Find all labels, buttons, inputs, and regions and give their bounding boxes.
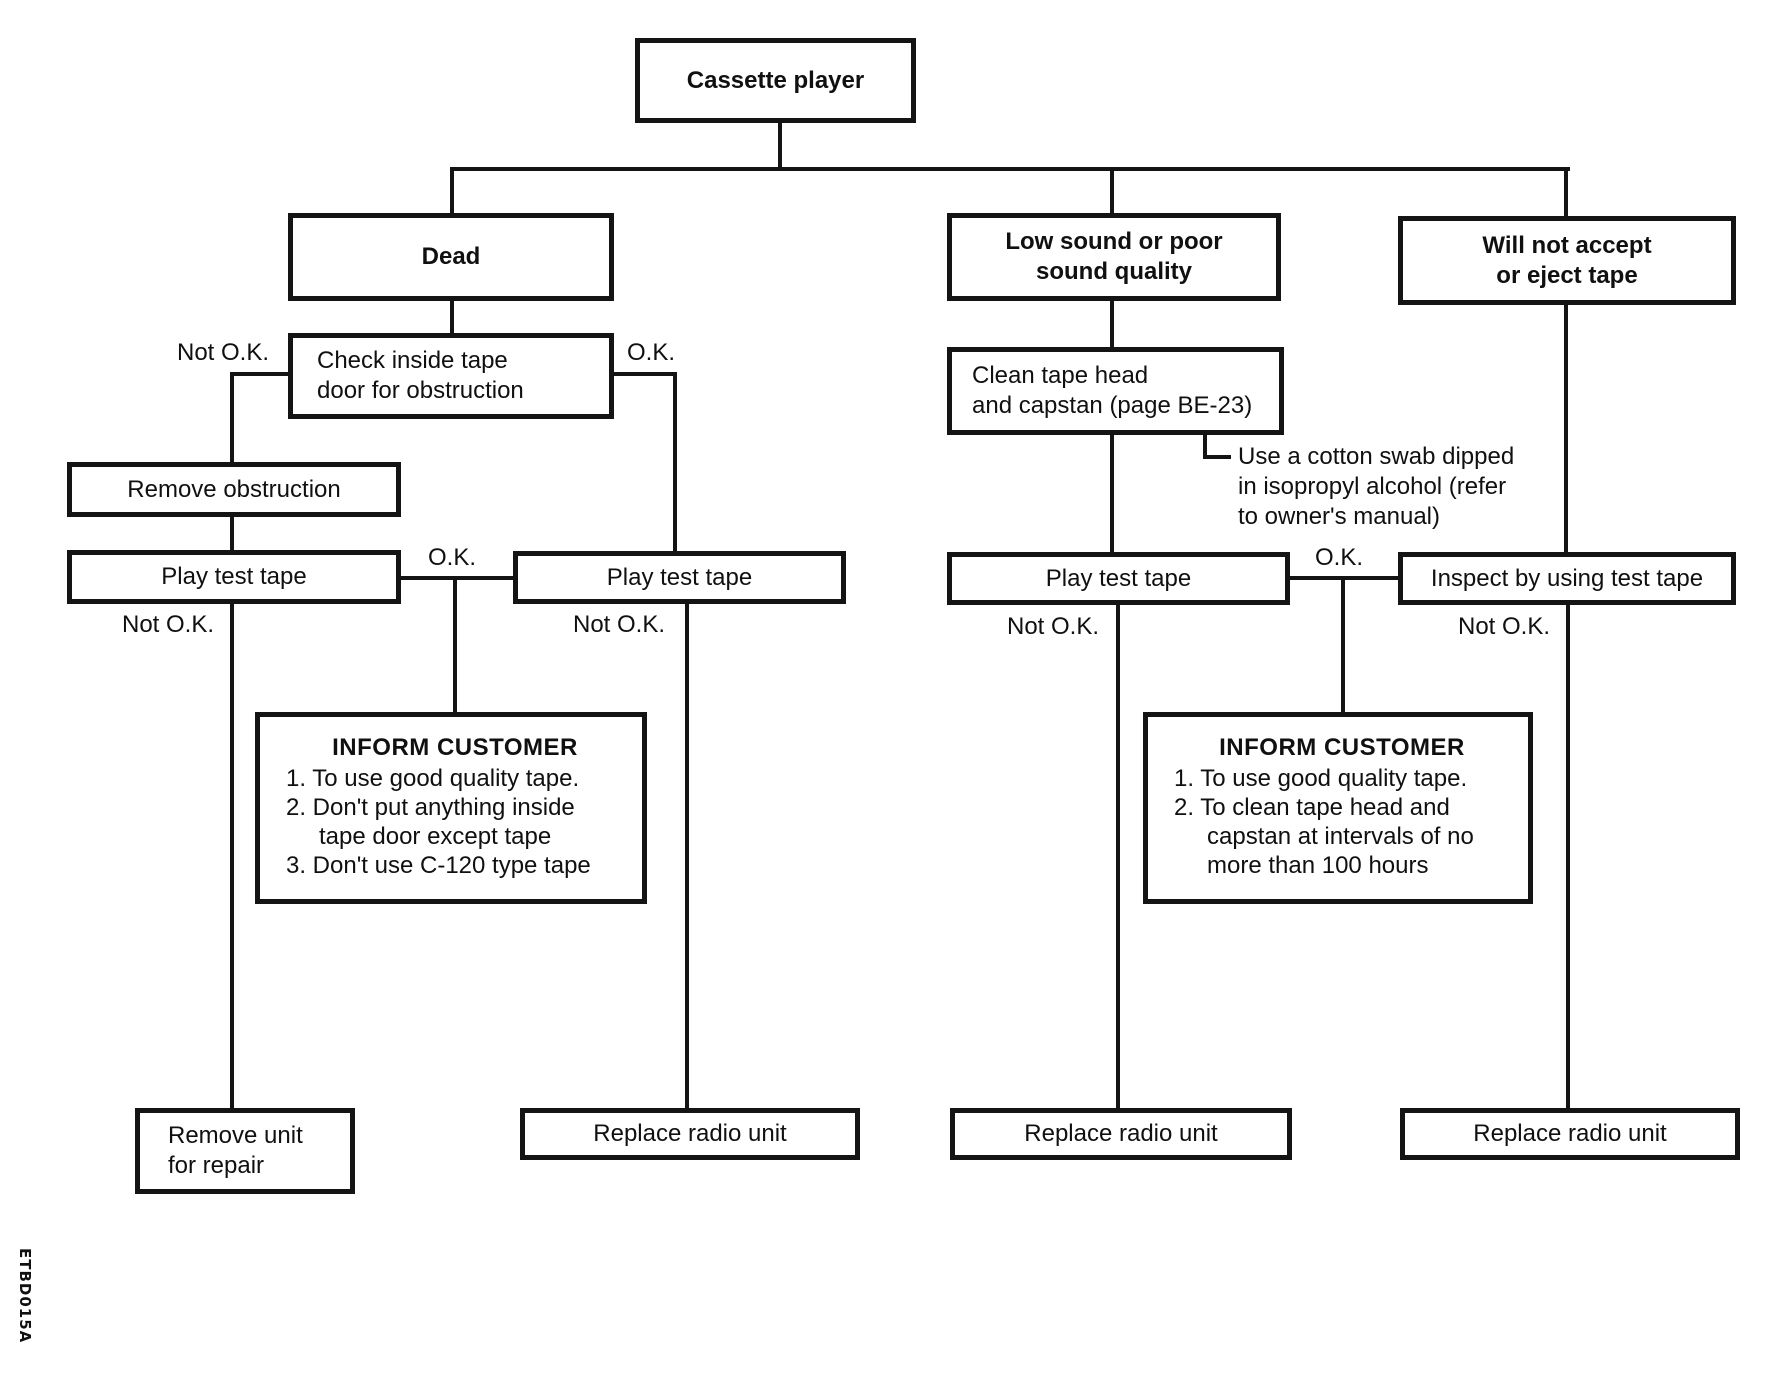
- connector: [230, 515, 234, 552]
- connector: [453, 576, 457, 714]
- connector: [1203, 455, 1231, 459]
- node-label: Will not accept or eject tape: [1482, 231, 1652, 289]
- node-label: Play test tape: [161, 563, 307, 590]
- connector: [399, 576, 515, 580]
- inform-item: 3. Don't use C-120 type tape: [286, 852, 591, 879]
- node-label: Low sound or poor sound quality: [1005, 228, 1223, 285]
- edge-label-ok: O.K.: [428, 544, 477, 571]
- edge-label-not-ok: Not O.K.: [573, 611, 666, 638]
- node-label: Replace radio unit: [1473, 1120, 1667, 1147]
- node-label: Check inside tape door for obstruction: [317, 347, 524, 404]
- connector: [450, 167, 454, 215]
- connector: [1203, 433, 1207, 459]
- connector: [230, 372, 290, 376]
- inform-item: 1. To use good quality tape.: [286, 765, 580, 792]
- node-label: Inspect by using test tape: [1430, 564, 1704, 592]
- edge-label-ok: O.K.: [1315, 544, 1364, 571]
- node-inspect-test-tape: Inspect by using test tape: [1398, 552, 1736, 605]
- connector: [1566, 603, 1570, 1110]
- node-label: Replace radio unit: [1024, 1120, 1218, 1147]
- node-play-test-tape-3: Play test tape: [947, 552, 1290, 605]
- connector: [1110, 167, 1114, 215]
- connector: [1110, 299, 1114, 349]
- edge-label-not-ok: Not O.K.: [122, 611, 215, 638]
- connector: [1564, 303, 1568, 554]
- connector: [778, 121, 782, 170]
- inform-title: INFORM CUSTOMER: [332, 734, 578, 761]
- connector: [1341, 576, 1345, 714]
- node-label: Replace radio unit: [593, 1120, 787, 1147]
- node-label: Cassette player: [686, 66, 865, 94]
- node-label: Remove obstruction: [127, 475, 341, 503]
- node-replace-radio-1: Replace radio unit: [520, 1108, 860, 1160]
- node-replace-radio-3: Replace radio unit: [1400, 1108, 1740, 1160]
- edge-label-not-ok: Not O.K.: [1007, 613, 1100, 640]
- node-check-tape-door: Check inside tape door for obstruction: [288, 333, 614, 419]
- inform-title: INFORM CUSTOMER: [1219, 734, 1465, 761]
- connector: [1564, 167, 1568, 218]
- node-remove-obstruction: Remove obstruction: [67, 462, 401, 517]
- node-label: Play test tape: [606, 563, 753, 591]
- connector: [450, 299, 454, 335]
- node-remove-unit: Remove unit for repair: [135, 1108, 355, 1194]
- connector: [1116, 603, 1120, 1110]
- node-play-test-tape-1: Play test tape: [67, 550, 401, 604]
- figure-code: ETBD015A: [16, 1248, 34, 1344]
- connector: [230, 602, 234, 1110]
- connector: [450, 167, 1570, 171]
- connector: [673, 372, 677, 553]
- connector: [230, 372, 234, 464]
- node-label: Dead: [421, 243, 481, 270]
- node-label: Play test tape: [1045, 564, 1192, 592]
- connector: [1110, 433, 1114, 554]
- edge-label-not-ok: Not O.K.: [177, 339, 270, 366]
- inform-item: 2. To clean tape head and capstan at int…: [1174, 794, 1474, 879]
- inform-item: 1. To use good quality tape.: [1174, 765, 1468, 792]
- node-replace-radio-2: Replace radio unit: [950, 1108, 1292, 1160]
- node-inform-customer-left: INFORM CUSTOMER 1. To use good quality t…: [255, 712, 647, 904]
- node-low-sound: Low sound or poor sound quality: [947, 213, 1281, 301]
- node-play-test-tape-2: Play test tape: [513, 551, 846, 604]
- node-label: Remove unit for repair: [168, 1122, 303, 1179]
- connector: [611, 372, 677, 376]
- node-cassette-player: Cassette player: [635, 38, 916, 123]
- node-will-not-accept: Will not accept or eject tape: [1398, 216, 1736, 305]
- node-dead: Dead: [288, 213, 614, 301]
- node-inform-customer-right: INFORM CUSTOMER 1. To use good quality t…: [1143, 712, 1533, 904]
- connector: [685, 602, 689, 1110]
- edge-label-ok: O.K.: [627, 339, 676, 366]
- inform-item: 2. Don't put anything inside tape door e…: [286, 794, 575, 850]
- edge-label-not-ok: Not O.K.: [1458, 613, 1551, 640]
- node-clean-tape-head: Clean tape head and capstan (page BE-23): [947, 347, 1284, 435]
- node-label: Clean tape head and capstan (page BE-23): [972, 362, 1253, 419]
- note-cotton-swab: Use a cotton swab dipped in isopropyl al…: [1238, 443, 1515, 530]
